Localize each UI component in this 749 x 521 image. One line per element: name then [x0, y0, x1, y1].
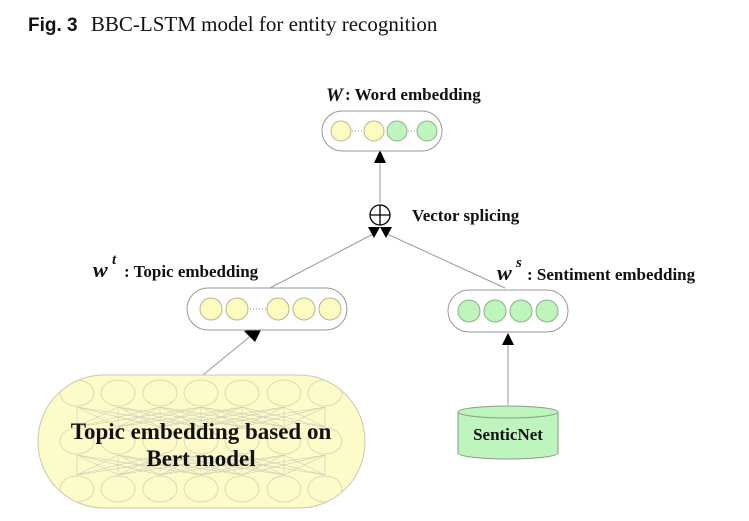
connector-bert-to-topic	[202, 333, 254, 376]
bert-neuron	[59, 427, 95, 455]
bert-neuron	[224, 475, 260, 503]
topic-embedding-symbol: w	[93, 257, 108, 282]
bert-neuron	[266, 427, 302, 455]
bert-edge	[241, 406, 326, 428]
sentiment-embedding-superscript: s	[515, 255, 522, 271]
senticnet-label: SenticNet	[473, 425, 543, 444]
figure-caption: Fig. 3 BBC-LSTM model for entity recogni…	[28, 12, 437, 37]
bert-neuron	[307, 427, 343, 455]
topic-embedding-node	[292, 297, 316, 321]
senticnet-database: SenticNet	[457, 405, 559, 460]
topic-embedding-node	[266, 297, 290, 321]
bert-edge	[159, 406, 285, 428]
sentiment-embedding-nodes	[457, 299, 559, 323]
topic-embedding-nodes	[199, 297, 342, 321]
sentiment-embedding-container	[447, 289, 569, 333]
figure-title: BBC-LSTM model for entity recognition	[90, 12, 438, 36]
bert-edge	[283, 454, 326, 476]
sentiment-embedding-symbol: w	[497, 260, 512, 285]
topic-embedding-node	[225, 297, 249, 321]
word-embedding-node	[330, 120, 352, 142]
bert-edge	[76, 406, 161, 428]
bert-edge	[76, 454, 161, 476]
bert-neuron	[183, 475, 219, 503]
topic-embedding-node	[199, 297, 223, 321]
bert-edge	[117, 454, 202, 476]
topic-embedding-superscript: t	[112, 252, 117, 268]
word-embedding-label: : Word embedding	[345, 85, 481, 104]
bert-edge	[76, 454, 202, 476]
bert-neuron	[224, 427, 260, 455]
arrow-head-sentiment-splice	[380, 227, 392, 238]
bert-neuron	[266, 475, 302, 503]
word-embedding-node	[386, 120, 408, 142]
sentiment-embedding-label: : Sentiment embedding	[527, 265, 696, 284]
bert-edge	[117, 454, 243, 476]
bert-edge	[117, 406, 243, 428]
bert-edge	[283, 406, 326, 428]
connector-topic-to-splice	[269, 232, 376, 289]
bert-edge	[200, 406, 326, 428]
bert-edge	[200, 454, 285, 476]
arrow-head-to-topic	[244, 328, 262, 342]
bert-neuron	[100, 379, 136, 407]
bert-edge	[76, 406, 202, 428]
sentiment-embedding-node	[457, 299, 481, 323]
bert-neuron	[142, 475, 178, 503]
word-embedding-nodes	[330, 120, 438, 142]
bert-neuron	[100, 475, 136, 503]
arrow-head-topic-splice	[368, 227, 380, 238]
bert-neuron	[183, 379, 219, 407]
bert-neuron	[100, 427, 136, 455]
bert-edge	[117, 406, 202, 428]
bert-edge	[159, 454, 285, 476]
bert-edge	[76, 454, 119, 476]
bert-edge	[76, 406, 119, 428]
connector-sentiment-to-splice	[384, 232, 506, 289]
sentiment-embedding-node	[483, 299, 507, 323]
bert-neuron	[307, 475, 343, 503]
bert-neuron	[142, 427, 178, 455]
bert-edge	[159, 406, 243, 428]
bert-neuron	[183, 427, 219, 455]
bert-neuron	[59, 475, 95, 503]
bert-block-line2: Bert model	[146, 446, 255, 471]
sentiment-embedding-node	[535, 299, 559, 323]
vector-splicing-label: Vector splicing	[412, 206, 520, 225]
bert-network-edges	[76, 406, 326, 476]
bert-network-graphic	[59, 379, 343, 503]
bert-neuron	[266, 379, 302, 407]
circle-plus-icon	[369, 204, 391, 226]
bert-model-block: Topic embedding based on Bert model	[37, 374, 366, 509]
figure-label: Fig. 3	[28, 15, 78, 36]
word-embedding-symbol: W	[326, 85, 344, 106]
bert-block-line1: Topic embedding based on	[71, 419, 332, 444]
bert-edge	[241, 454, 326, 476]
bert-neuron	[142, 379, 178, 407]
topic-embedding-label: : Topic embedding	[124, 262, 259, 281]
bert-edge	[200, 406, 285, 428]
arrow-head-to-word	[374, 150, 386, 163]
word-embedding-node	[363, 120, 385, 142]
bert-edge	[159, 454, 243, 476]
bert-edge	[200, 454, 326, 476]
word-embedding-node	[416, 120, 438, 142]
topic-embedding-node	[318, 297, 342, 321]
bert-neuron	[224, 379, 260, 407]
sentiment-embedding-node	[509, 299, 533, 323]
arrow-head-to-sentiment	[502, 333, 514, 345]
